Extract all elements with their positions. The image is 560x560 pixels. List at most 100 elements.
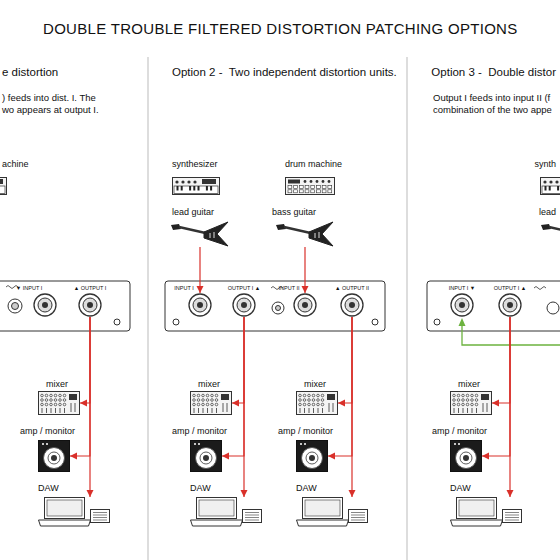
synthesizer-icon <box>172 177 220 195</box>
device-node: amp / monitor <box>296 440 328 472</box>
device-node: amp / monitor <box>190 440 222 472</box>
device-node: DAW <box>450 497 522 527</box>
signal-arrow <box>199 247 200 293</box>
panel-text: Output I feeds into input II (f <box>433 93 550 104</box>
device-node: ▼ INPUT I <box>33 293 57 317</box>
signal-arrow <box>89 317 90 497</box>
panel-text: Option 2 - Two independent distortion un… <box>172 66 400 80</box>
amp-icon <box>38 440 70 472</box>
device-label: DAW <box>38 483 59 493</box>
daw-icon <box>450 497 522 527</box>
jack-socket <box>450 293 474 317</box>
daw-icon <box>190 497 262 527</box>
guitar-icon <box>170 221 230 247</box>
device-label: achine <box>2 159 29 169</box>
signal-arrow <box>80 317 90 403</box>
jack-socket <box>188 293 212 317</box>
device-label: OUTPUT I ▲ <box>228 285 261 291</box>
guitar-icon <box>540 221 560 247</box>
device-node: OUTPUT I ▲ <box>232 293 256 317</box>
signal-arrow <box>338 317 352 403</box>
device-node: OUTPUT I ▲ <box>498 293 522 317</box>
device-label: lead guitar <box>172 207 214 217</box>
panel-text: ) feeds into dist. I. The <box>2 93 96 104</box>
device-label: INPUT I ▼ <box>449 285 475 291</box>
device-node: mixer <box>296 391 338 415</box>
device-label: INPUT II <box>279 285 300 291</box>
guitar-icon <box>275 221 335 247</box>
diagram-title: DOUBLE TROUBLE FILTERED DISTORTION PATCH… <box>43 20 518 37</box>
device-label: amp / monitor <box>432 426 487 436</box>
feedback-wire <box>459 318 560 345</box>
drum-machine-icon <box>285 177 335 195</box>
jack-socket <box>340 293 364 317</box>
panel-text: e distortion <box>2 66 58 79</box>
device-label: mixer <box>458 379 480 389</box>
device-node: mixer <box>450 391 492 415</box>
device-node: bass guitar <box>275 221 335 247</box>
device-node: lead guitar <box>170 221 230 247</box>
device-node: DAW <box>296 497 368 527</box>
device-label: DAW <box>450 483 471 493</box>
jack-socket <box>498 293 522 317</box>
device-label: drum machine <box>285 159 342 169</box>
device-node: amp / monitor <box>38 440 70 472</box>
device-node: INPUT I <box>188 293 212 317</box>
device-label: mixer <box>198 379 220 389</box>
mixer-icon <box>296 391 338 415</box>
panel-text: Option 3 - Double distor <box>431 66 556 79</box>
device-label: amp / monitor <box>172 426 227 436</box>
device-node: ▲ OUTPUT II <box>340 293 364 317</box>
device-label: ▼ INPUT I <box>16 285 42 291</box>
device-label: mixer <box>304 379 326 389</box>
device-label: ▲ OUTPUT II <box>335 285 369 291</box>
signal-arrow <box>243 317 244 497</box>
device-node: INPUT II <box>293 293 317 317</box>
device-label: synth <box>534 159 556 169</box>
mixer-icon <box>38 391 80 415</box>
device-label: amp / monitor <box>20 426 75 436</box>
synthesizer-icon <box>0 177 7 195</box>
device-label: DAW <box>296 483 317 493</box>
amp-icon <box>296 440 328 472</box>
device-node: ▲ OUTPUT I <box>78 293 102 317</box>
panel-divider <box>407 57 408 560</box>
jack-socket <box>293 293 317 317</box>
device-node: lead <box>540 221 560 247</box>
device-label: OUTPUT I ▲ <box>494 285 527 291</box>
device-label: synthesizer <box>172 159 218 169</box>
distortion-module <box>0 281 130 331</box>
jack-socket <box>33 293 57 317</box>
panel-divider <box>148 57 149 560</box>
device-label: amp / monitor <box>278 426 333 436</box>
daw-icon <box>296 497 368 527</box>
signal-arrow <box>351 317 352 497</box>
panel-text: wo appears at output I. <box>2 105 99 116</box>
device-node: DAW <box>190 497 262 527</box>
device-node: synth <box>540 177 560 195</box>
jack-socket <box>232 293 256 317</box>
daw-icon <box>38 497 110 527</box>
signal-arrow <box>492 317 510 403</box>
signal-arrow <box>304 247 305 293</box>
device-label: INPUT I <box>174 285 193 291</box>
device-node: drum machine <box>285 177 335 195</box>
device-label: bass guitar <box>272 207 316 217</box>
device-label: DAW <box>190 483 211 493</box>
device-node: INPUT I ▼ <box>450 293 474 317</box>
device-node: mixer <box>38 391 80 415</box>
signal-arrow <box>509 317 510 497</box>
amp-icon <box>450 440 482 472</box>
device-label: lead <box>539 207 556 217</box>
signal-arrow <box>232 317 244 403</box>
device-node: synthesizer <box>172 177 220 195</box>
distortion-module <box>427 281 560 331</box>
device-label: mixer <box>46 379 68 389</box>
mixer-icon <box>190 391 232 415</box>
synthesizer-icon <box>540 177 560 195</box>
device-node: amp / monitor <box>450 440 482 472</box>
jack-socket <box>78 293 102 317</box>
